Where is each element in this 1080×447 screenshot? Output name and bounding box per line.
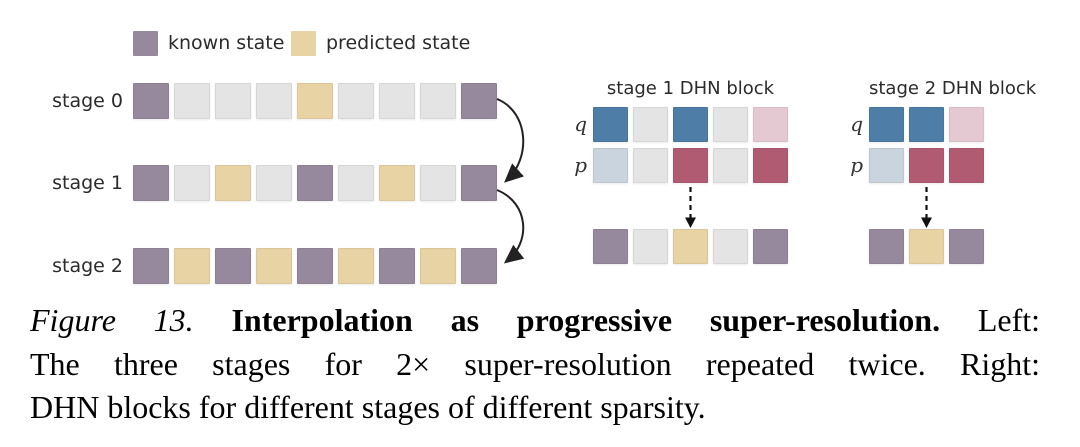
dhn-row: q: [553, 107, 788, 142]
cell-predicted: [909, 229, 944, 264]
cell-known: [461, 83, 497, 119]
legend-item-known: known state: [133, 31, 284, 56]
dhn-cells: [869, 148, 984, 183]
cell-empty: [713, 148, 748, 183]
cell-known: [461, 165, 497, 201]
cell-predicted: [673, 229, 708, 264]
cell-predicted: [215, 165, 251, 201]
dhn-cells: [869, 229, 984, 264]
cell-known: [133, 248, 169, 284]
cell-predicted: [338, 248, 374, 284]
qp-label: p: [574, 153, 587, 177]
stage-cells: [133, 165, 497, 201]
cell-p-active: [949, 148, 984, 183]
caption-line-1: Figure 13. Interpolation as progressive …: [30, 299, 1040, 343]
cell-p-faint: [593, 148, 628, 183]
cell-known: [461, 248, 497, 284]
dhn-cells: [869, 107, 984, 142]
cell-empty: [713, 229, 748, 264]
cell-known: [297, 248, 333, 284]
dhn-row: p: [829, 148, 984, 183]
cell-p-faint: [869, 148, 904, 183]
dhn-cells: [593, 107, 788, 142]
cell-known: [593, 229, 628, 264]
cell-q-active: [869, 107, 904, 142]
cell-known: [133, 83, 169, 119]
qp-label: q: [574, 112, 587, 136]
cell-empty: [633, 148, 668, 183]
cell-empty: [420, 165, 456, 201]
stage-cells: [133, 248, 497, 284]
cell-predicted: [256, 248, 292, 284]
dhn-cells: [593, 229, 788, 264]
cell-empty: [338, 165, 374, 201]
dhn-row: q: [829, 107, 984, 142]
stage-row: stage 2: [0, 248, 497, 284]
cell-q-active: [593, 107, 628, 142]
stage-row: stage 1: [0, 165, 497, 201]
cell-known: [215, 248, 251, 284]
dhn-row: p: [553, 148, 788, 183]
predicted-state-swatch: [291, 31, 316, 56]
caption-line-3: DHN blocks for different stages of diffe…: [30, 389, 706, 425]
cell-predicted: [174, 248, 210, 284]
legend-item-predicted: predicted state: [291, 31, 470, 56]
caption-left-tag: Left:: [977, 302, 1041, 338]
legend-label: predicted state: [326, 32, 471, 54]
cell-known: [379, 248, 415, 284]
qp-label: p: [850, 153, 863, 177]
cell-q-active: [673, 107, 708, 142]
cell-q-faint: [949, 107, 984, 142]
cell-p-active: [753, 148, 788, 183]
cell-empty: [420, 83, 456, 119]
cell-empty: [713, 107, 748, 142]
stage-row: stage 0: [0, 83, 497, 119]
dashed-arrow-block1-icon: [685, 187, 696, 228]
arrow-stage0-to-stage1-icon: [496, 98, 525, 183]
cell-empty: [379, 83, 415, 119]
dhn-row: [593, 229, 788, 264]
cell-q-active: [909, 107, 944, 142]
stage-label: stage 2: [52, 255, 123, 277]
cell-empty: [633, 229, 668, 264]
known-state-swatch: [133, 31, 158, 56]
cell-p-active: [909, 148, 944, 183]
caption-title: Interpolation as progressive super-resol…: [231, 302, 941, 338]
dashed-arrow-block2-icon: [921, 187, 932, 228]
cell-empty: [174, 165, 210, 201]
cell-known: [297, 165, 333, 201]
caption-figure-label: Figure 13.: [30, 302, 194, 338]
cell-predicted: [297, 83, 333, 119]
caption-line-2: The three stages for 2× super-resolution…: [30, 345, 1040, 382]
cell-predicted: [379, 165, 415, 201]
dhn-cells: [593, 148, 788, 183]
figure-13-diagram: known state predicted state stage 0 stage…: [0, 31, 1037, 284]
dhn-block-title: stage 2 DHN block: [869, 78, 1037, 99]
dhn-row: [869, 229, 984, 264]
cell-empty: [338, 83, 374, 119]
cell-q-faint: [753, 107, 788, 142]
cell-empty: [215, 83, 251, 119]
cell-empty: [633, 107, 668, 142]
cell-known: [869, 229, 904, 264]
cell-known: [133, 165, 169, 201]
cell-p-active: [673, 148, 708, 183]
cell-empty: [256, 165, 292, 201]
cell-known: [753, 229, 788, 264]
cell-empty: [256, 83, 292, 119]
qp-label: q: [850, 112, 863, 136]
figure-caption: Figure 13. Interpolation as progressive …: [30, 299, 1040, 430]
cell-empty: [174, 83, 210, 119]
arrow-stage1-to-stage2-icon: [496, 189, 525, 264]
stage-cells: [133, 83, 497, 119]
legend-label: known state: [168, 32, 285, 54]
stage-label: stage 1: [52, 172, 123, 194]
cell-predicted: [420, 248, 456, 284]
dhn-block-title: stage 1 DHN block: [606, 78, 775, 99]
stage-label: stage 0: [52, 90, 123, 112]
cell-known: [949, 229, 984, 264]
